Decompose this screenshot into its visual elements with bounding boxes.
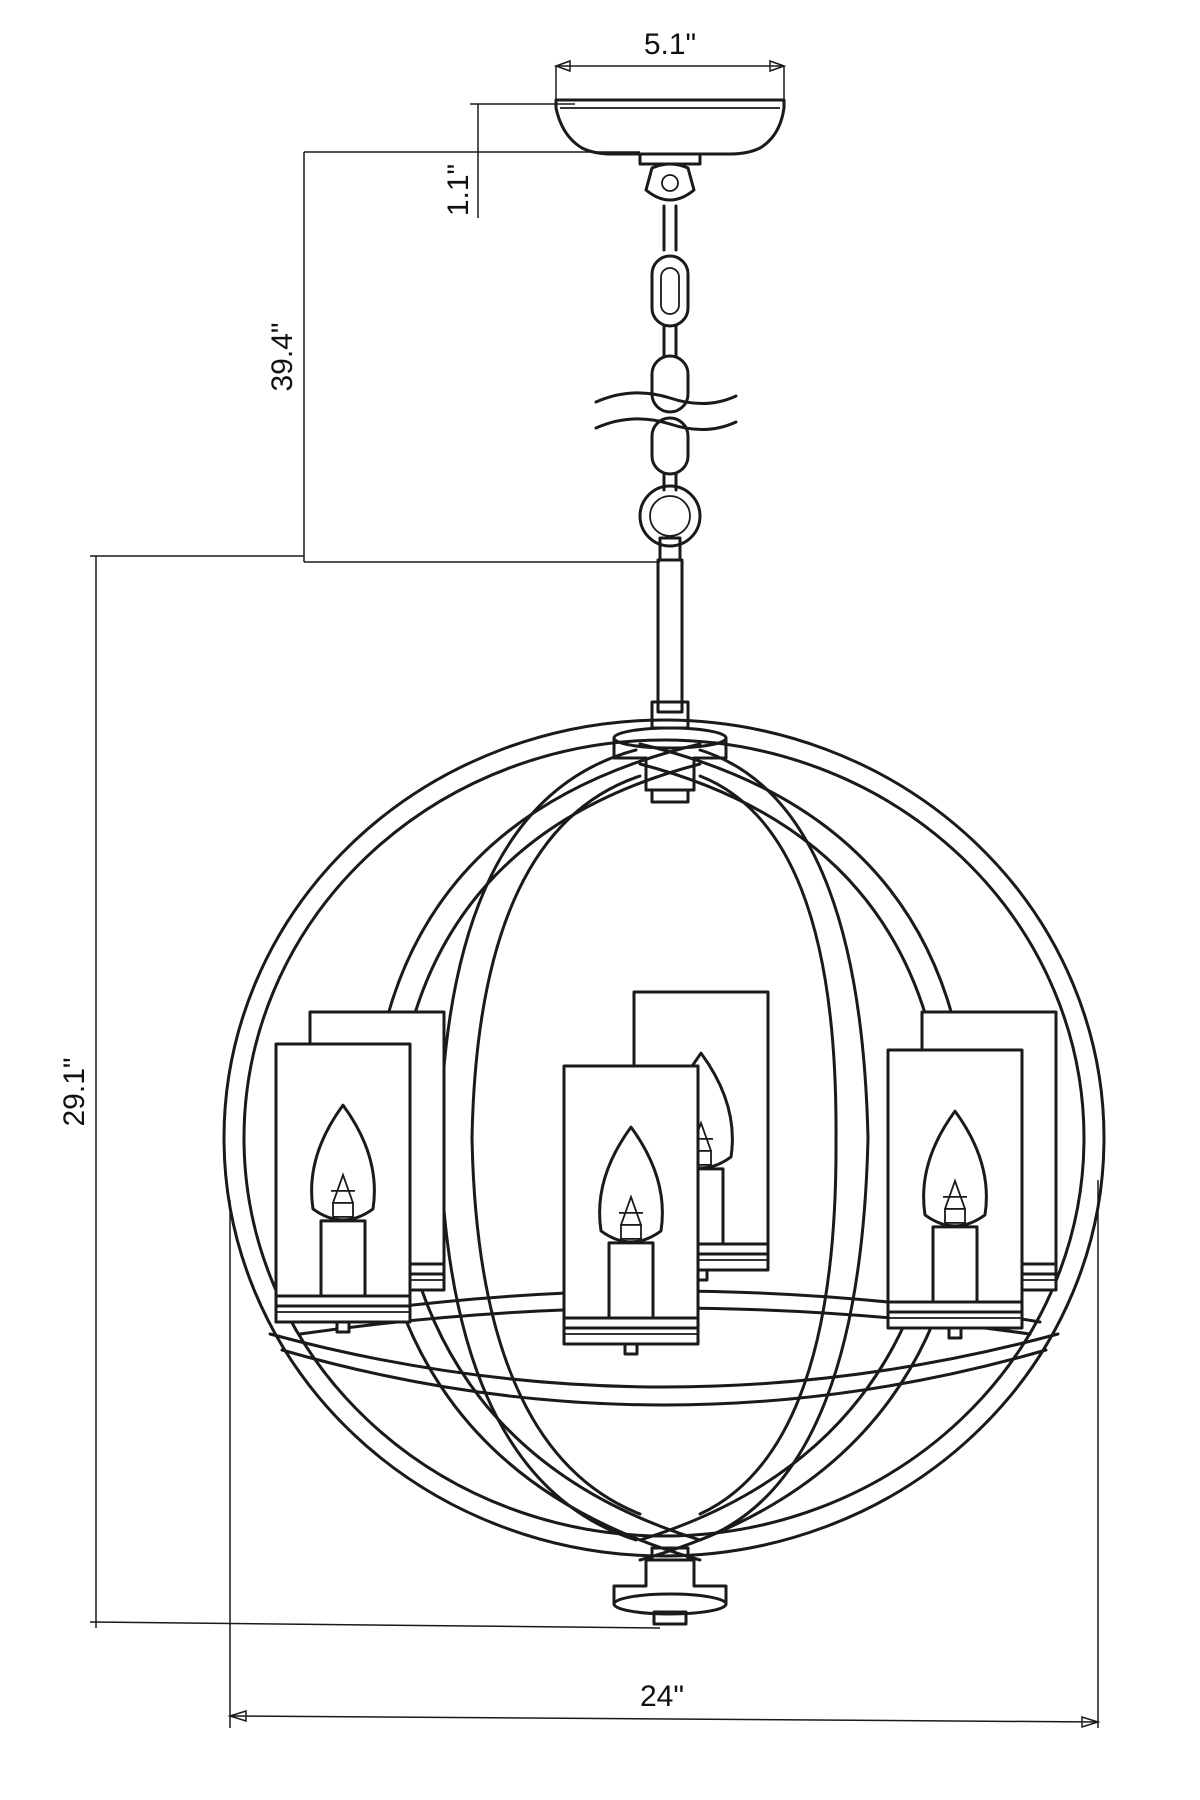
hanging-chain: [594, 162, 738, 562]
fixture-width-label: 24": [640, 1680, 684, 1713]
candle-lights: [274, 990, 1058, 1356]
chain-length-label: 39.4": [266, 322, 299, 391]
candle-light-front-center: [562, 1064, 700, 1356]
dimension-lines: 5.1" 1.1" 39.4" 29.1": [58, 28, 1101, 1729]
chain-length-dimension: [303, 151, 660, 563]
canopy-width-label: 5.1": [644, 28, 696, 61]
canopy-height-dimension: [470, 103, 640, 218]
ceiling-canopy: [554, 98, 786, 166]
fixture-height-dimension: [89, 555, 661, 1629]
fixture-width-dimension: [227, 1180, 1101, 1729]
candle-light-front-right: [886, 1048, 1024, 1340]
candle-light-front-left: [274, 1042, 412, 1334]
fixture-height-label: 29.1": [58, 1057, 91, 1126]
down-rod: [650, 558, 690, 730]
canopy-height-label: 1.1": [442, 164, 475, 216]
canopy-width-dimension: [553, 59, 787, 100]
